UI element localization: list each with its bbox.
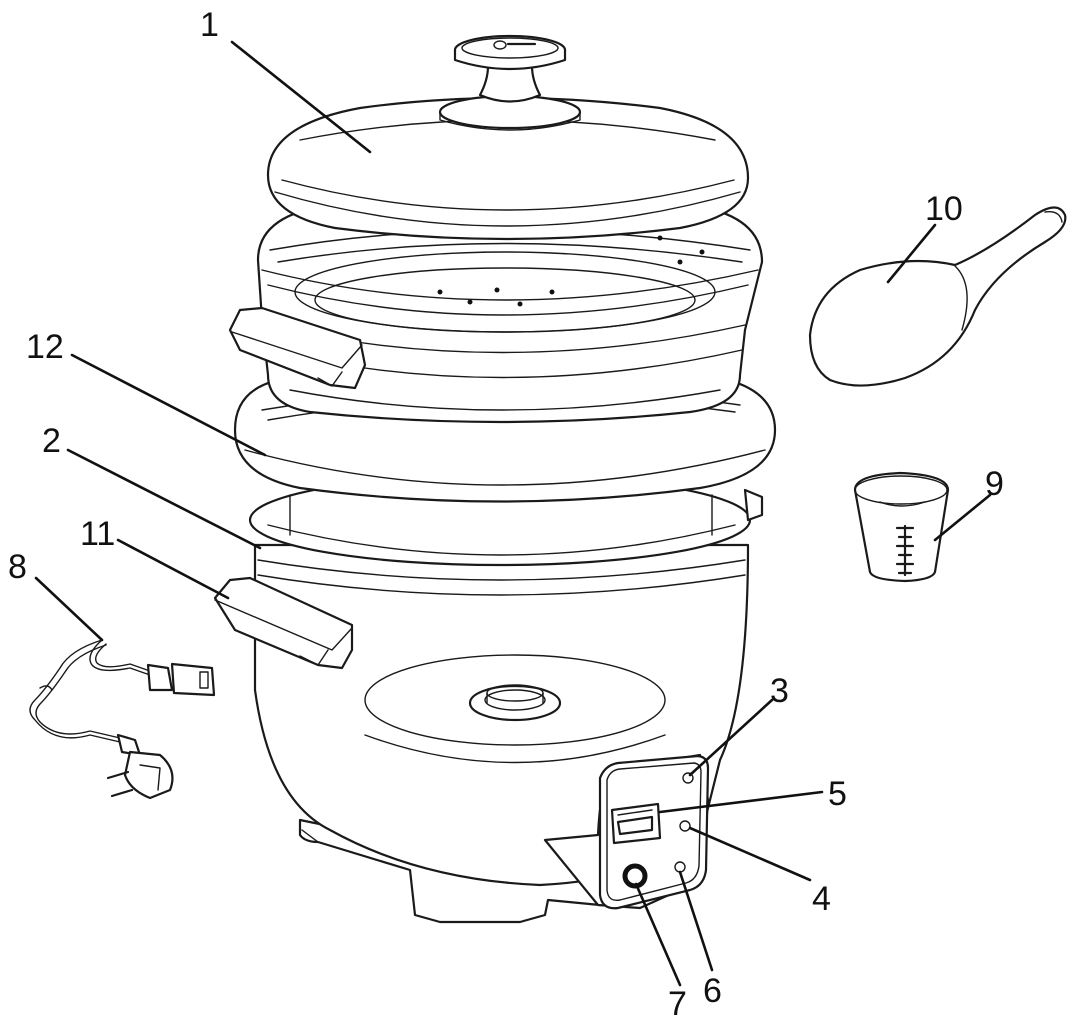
callout-8: 8 [8, 548, 27, 586]
callout-4: 4 [812, 880, 831, 918]
callout-10: 10 [925, 190, 963, 228]
leader-lines [34, 40, 992, 987]
callout-9: 9 [985, 465, 1004, 503]
power-cord [29, 639, 216, 800]
leader-10 [886, 223, 937, 284]
measuring-scale [895, 524, 915, 577]
leader-7 [634, 882, 682, 987]
leader-1 [230, 40, 372, 154]
leader-5 [658, 790, 824, 814]
measuring-cup [853, 471, 950, 583]
leader-12 [70, 353, 267, 457]
cook-button [622, 863, 648, 889]
power-switch [610, 802, 662, 845]
leader-9 [933, 493, 992, 542]
callout-5: 5 [828, 775, 847, 813]
steamer-handle [228, 306, 367, 390]
control-panel [543, 753, 710, 910]
rice-spoon [808, 206, 1067, 387]
callout-2: 2 [42, 422, 61, 460]
leader-4 [688, 826, 812, 882]
indicator-light-3 [682, 772, 694, 784]
lid [266, 96, 750, 241]
callout-3: 3 [770, 672, 789, 710]
callout-11: 11 [80, 515, 115, 553]
callout-12: 12 [26, 328, 64, 366]
leader-11 [116, 538, 230, 600]
steam-holes [437, 235, 705, 307]
indicator-light-4 [679, 820, 691, 832]
body-handle [213, 576, 354, 670]
callout-labels: 1 2 3 4 5 6 7 8 9 10 11 12 [8, 6, 1004, 1018]
leader-3 [688, 698, 774, 777]
leader-8 [34, 576, 104, 642]
callout-6: 6 [703, 972, 722, 1010]
lid-knob [438, 34, 582, 131]
callout-7: 7 [668, 985, 687, 1018]
callout-1: 1 [200, 6, 219, 44]
leader-6 [678, 870, 714, 972]
leader-2 [66, 448, 262, 550]
